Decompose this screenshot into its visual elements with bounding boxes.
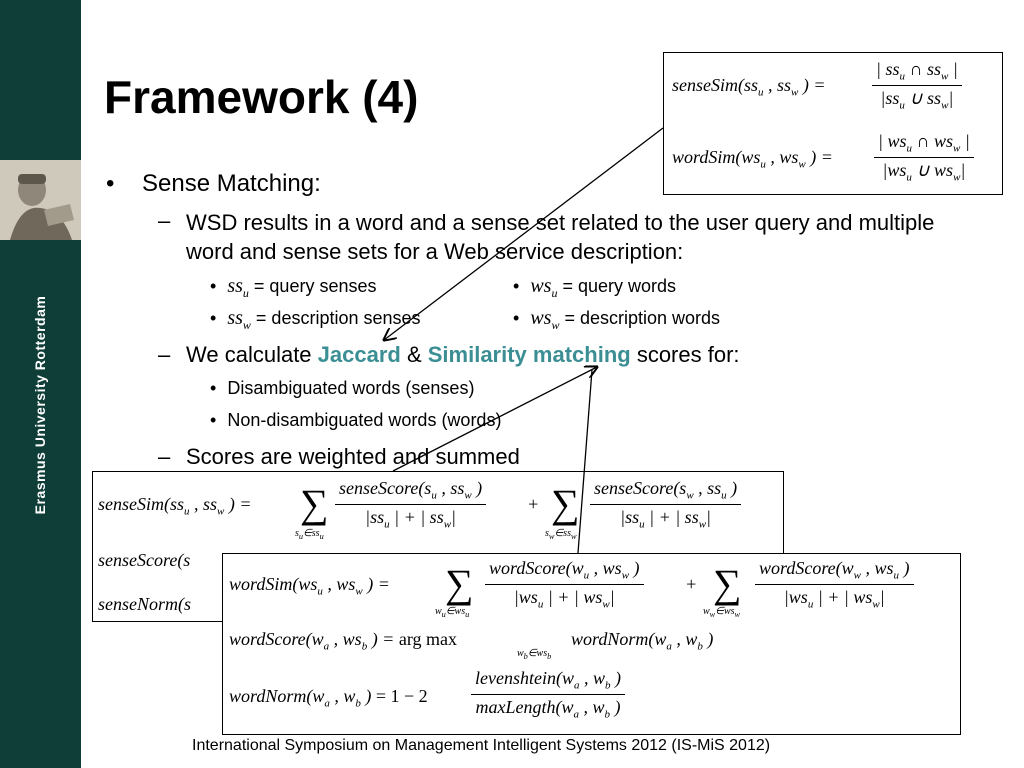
- sidebar: Erasmus University Rotterdam: [0, 0, 81, 768]
- university-name: Erasmus University Rotterdam: [32, 295, 48, 515]
- footer-conference: International Symposium on Management In…: [192, 737, 771, 754]
- similarity-term: Similarity matching: [427, 342, 631, 367]
- def-wsw: • wsw = description words: [513, 307, 721, 332]
- dash-icon: –: [158, 208, 171, 233]
- list-item: • Non-disambiguated words (words): [210, 410, 502, 430]
- weighted-line: –Scores are weighted and summed: [158, 444, 520, 469]
- jaccard-term: Jaccard: [317, 342, 401, 367]
- bullet-dot-icon: •: [513, 276, 520, 296]
- calc-line: –We calculate Jaccard & Similarity match…: [158, 342, 740, 367]
- bullet-dot-icon: •: [210, 410, 217, 430]
- wsd-description: WSD results in a word and a sense set re…: [186, 210, 935, 264]
- def-wsu: • wsu = query words: [513, 275, 677, 300]
- erasmus-portrait-logo: [0, 160, 81, 240]
- bullet-dot-icon: •: [106, 170, 115, 197]
- slide-title: Framework (4): [104, 71, 419, 123]
- word-similarity-formula-box: wordSim(wsu , wsw ) = ∑ wu∈wsu wordScore…: [222, 553, 961, 735]
- def-ssw: • ssw = description senses: [210, 307, 421, 332]
- bullet-dot-icon: •: [210, 378, 217, 398]
- bullet-dot-icon: •: [513, 308, 520, 328]
- list-item: • Disambiguated words (senses): [210, 378, 475, 398]
- bullet-dot-icon: •: [210, 276, 217, 296]
- bullet-text: Sense Matching:: [142, 170, 321, 197]
- jaccard-formula-box: senseSim(ssu , ssw ) = | ssu ∩ ssw | |ss…: [663, 52, 1003, 195]
- def-ssu: • ssu = query senses: [210, 275, 377, 300]
- bullet-sense-matching: • Sense Matching:: [106, 170, 321, 198]
- dash-icon: –: [158, 342, 171, 367]
- bullet-dot-icon: •: [210, 308, 217, 328]
- dash-icon: –: [158, 444, 171, 469]
